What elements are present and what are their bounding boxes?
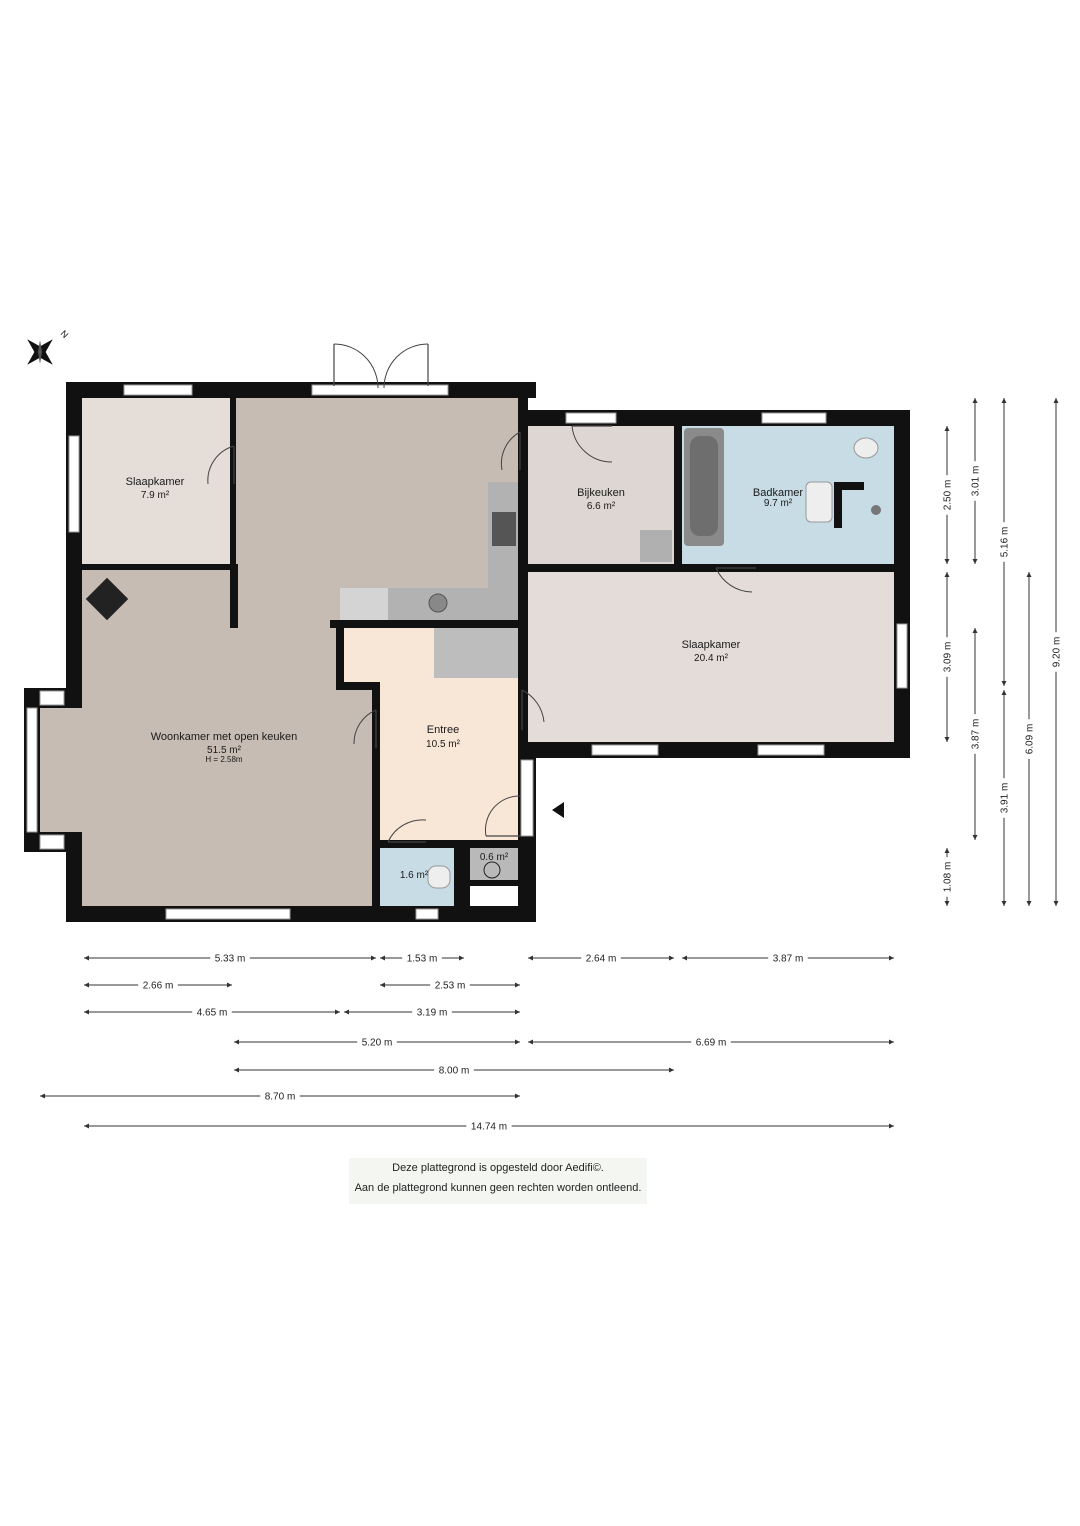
dimension-h-3: 3.87 m (682, 951, 894, 965)
compass-rose-icon: N (27, 328, 71, 365)
dimension-h-label-5: 2.53 m (435, 981, 466, 992)
dimension-h-10: 8.00 m (234, 1063, 674, 1077)
dimension-h-label-6: 4.65 m (197, 1008, 228, 1019)
room-area-entree: 10.5 m² (426, 739, 461, 750)
doors (207, 343, 756, 843)
kitchen-counter-horizontal (388, 588, 518, 620)
dimension-h-label-3: 3.87 m (773, 954, 804, 965)
room-entree-floor (344, 628, 518, 840)
room-area-woonkamer: 51.5 m² (207, 745, 242, 756)
dimension-v-label-2: 1.08 m (943, 862, 954, 893)
vertical-dimensions: 2.50 m 3.09 m 1.08 m 3.01 m 3.87 m 5.16 m 3.91… (940, 398, 1063, 906)
dimension-h-4: 2.66 m (84, 978, 232, 992)
dimension-h-12: 14.74 m (84, 1119, 894, 1133)
room-height-woonkamer: H = 2.58m (205, 755, 242, 764)
dimension-v-label-4: 3.87 m (971, 719, 982, 750)
dimension-v-3: 3.01 m (968, 398, 982, 564)
dimension-h-label-12: 14.74 m (471, 1122, 507, 1133)
room-area-badkamer: 9.7 m² (764, 498, 793, 509)
dimension-h-label-11: 8.70 m (265, 1092, 296, 1103)
dimension-h-label-4: 2.66 m (143, 981, 174, 992)
toilet-bowl-icon (427, 865, 451, 889)
room-label-woonkamer: Woonkamer met open keuken (151, 731, 298, 743)
room-slaapkamer-small-floor (82, 398, 234, 564)
dimension-h-label-9: 6.69 m (696, 1038, 727, 1049)
dimension-h-9: 6.69 m (528, 1035, 894, 1049)
shower-drain-icon (871, 505, 881, 515)
dimension-v-label-0: 2.50 m (943, 480, 954, 511)
bath-toilet-icon (853, 437, 879, 459)
dimension-v-label-5: 5.16 m (1000, 527, 1011, 558)
dimension-h-8: 5.20 m (234, 1035, 520, 1049)
room-label-slaapkamer-large: Slaapkamer (682, 639, 741, 651)
dimension-h-label-10: 8.00 m (439, 1066, 470, 1077)
dimension-h-0: 5.33 m (84, 951, 376, 965)
dimension-h-label-1: 1.53 m (407, 954, 438, 965)
footer-line-2: Aan de plattegrond kunnen geen rechten w… (354, 1182, 642, 1194)
dimension-v-6: 3.91 m (997, 690, 1011, 906)
dimension-v-7: 6.09 m (1022, 572, 1036, 906)
dimension-v-label-1: 3.09 m (943, 642, 954, 673)
bathtub-inner (690, 436, 718, 536)
room-area-bijkeuken: 6.6 m² (587, 501, 616, 512)
room-label-entree: Entree (427, 724, 459, 736)
dimension-h-2: 2.64 m (528, 951, 674, 965)
room-slaapkamer-large-floor (528, 572, 894, 742)
dimension-h-7: 3.19 m (344, 1005, 520, 1019)
dimension-h-11: 8.70 m (40, 1089, 520, 1103)
compass-north-label: N (59, 328, 71, 340)
meter-icon (483, 861, 501, 879)
dimension-v-8: 9.20 m (1049, 398, 1063, 906)
room-meterkast-floor (470, 848, 520, 884)
dimension-v-4: 3.87 m (968, 628, 982, 840)
windows (26, 384, 908, 920)
entrance-arrow-icon (552, 802, 564, 818)
room-label-badkamer: Badkamer (753, 487, 803, 499)
dimension-v-5: 5.16 m (997, 398, 1011, 686)
room-label-bijkeuken: Bijkeuken (577, 487, 625, 499)
room-label-slaapkamer-small: Slaapkamer (126, 476, 185, 488)
dimension-v-1: 3.09 m (940, 572, 954, 742)
dimension-v-0: 2.50 m (940, 426, 954, 564)
room-area-toilet: 1.6 m² (400, 870, 429, 881)
horizontal-dimensions: 5.33 m 1.53 m 2.64 m 3.87 m 2.66 m 2.53 m 4.65… (40, 951, 894, 1133)
dimension-h-6: 4.65 m (84, 1005, 340, 1019)
footer-line-1: Deze plattegrond is opgesteld door Aedif… (392, 1162, 604, 1174)
room-area-slaapkamer-large: 20.4 m² (694, 653, 729, 664)
room-area-slaapkamer-small: 7.9 m² (141, 490, 170, 501)
washing-machine-icon (640, 530, 672, 562)
dimension-v-2: 1.08 m (940, 848, 954, 906)
dimension-v-label-3: 3.01 m (971, 466, 982, 497)
dimension-h-label-8: 5.20 m (362, 1038, 393, 1049)
dimension-h-label-0: 5.33 m (215, 954, 246, 965)
room-woonkamer-floor (40, 398, 518, 906)
footer-disclaimer: Deze plattegrond is opgesteld door Aedif… (349, 1158, 647, 1204)
dimension-v-label-7: 6.09 m (1025, 724, 1036, 755)
kitchen-stove-icon (492, 512, 516, 546)
dimension-v-label-8: 9.20 m (1052, 637, 1063, 668)
dimension-h-label-2: 2.64 m (586, 954, 617, 965)
dimension-h-5: 2.53 m (380, 978, 520, 992)
kitchen-counter-left (340, 588, 388, 620)
dimension-h-label-7: 3.19 m (417, 1008, 448, 1019)
dimension-v-label-6: 3.91 m (1000, 783, 1011, 814)
kitchen-sink-icon (428, 593, 448, 613)
room-area-meterkast: 0.6 m² (480, 852, 509, 863)
bath-sink-icon (805, 481, 833, 523)
dimension-h-1: 1.53 m (380, 951, 464, 965)
staircase (434, 628, 518, 678)
